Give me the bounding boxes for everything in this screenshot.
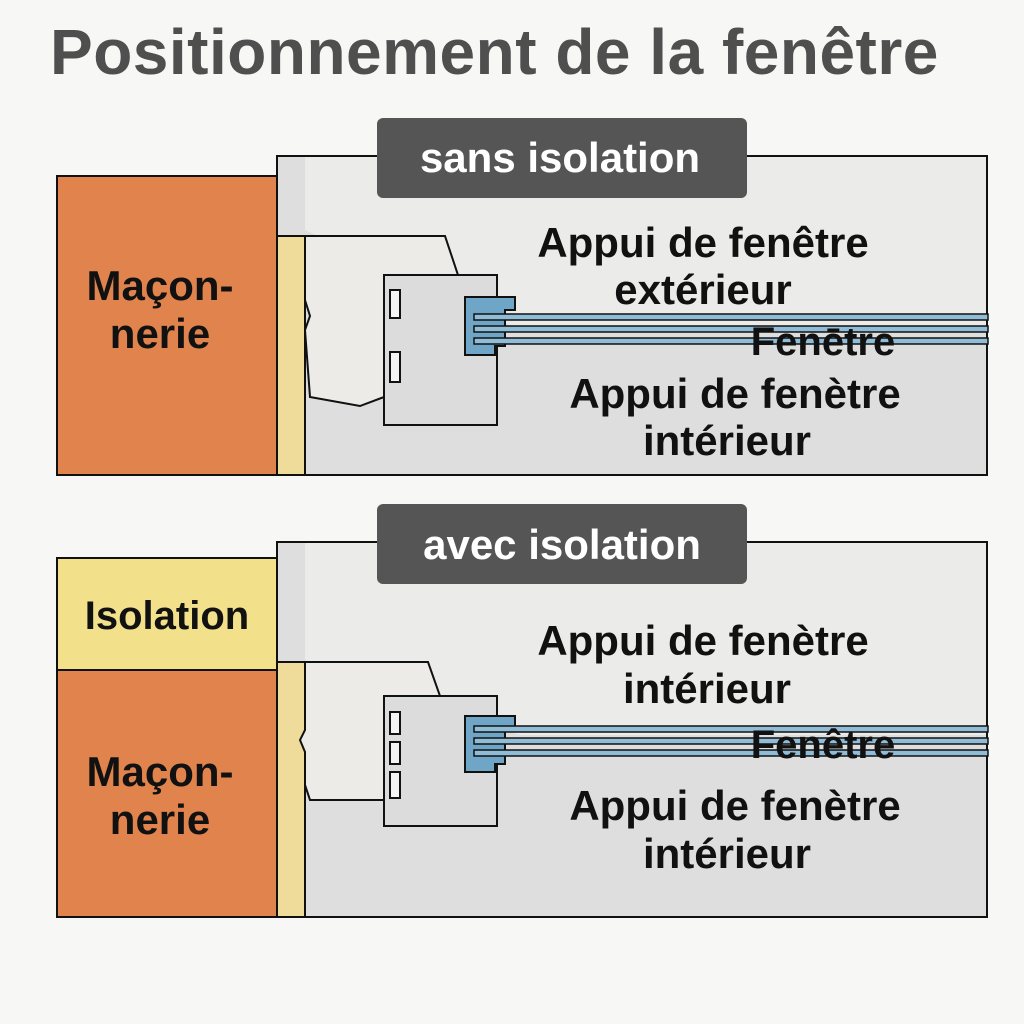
masonry-label-line-1: Maçon- [87,262,234,309]
frame-slot-2 [389,351,401,383]
glass-pane-1 [473,313,989,321]
sill-bottom-label-line-1: Appui de fenètre [569,782,900,829]
glass-pane-2 [473,325,989,333]
exterior-sill-shape [303,235,460,408]
frame-slot-3 [389,771,401,799]
frame-slot-1 [389,711,401,735]
frame-slot-1 [389,289,401,319]
glass-pane-3 [473,337,989,345]
section-badge [377,504,747,584]
insulation-label: Isolation [85,594,249,638]
sill-bottom-label-line-2: intérieur [643,830,811,877]
sill-top-label-line-1: Appui de fenêtre [537,219,868,266]
insulation-block [56,557,278,671]
section-badge-text: sans isolation [420,134,700,181]
glass-pane-2 [473,737,989,745]
glass-pane-3 [473,749,989,757]
masonry-label-line-1: Maçon- [87,748,234,795]
section-badge-text: avec isolation [423,521,701,568]
section-badge [377,118,747,198]
window-label: Fenêtre [751,723,896,767]
insulation-strip [276,235,306,476]
masonry-label-line-2: nerie [110,310,210,357]
masonry-label-line-2: nerie [110,796,210,843]
section-sans-isolation: sans isolation Maçon- nerie Appui de fen… [56,118,989,476]
window-label: Fenētre [751,320,896,364]
section-avec-isolation: avec isolation Isolation Maçon- nerie Ap… [56,504,989,918]
frame-slot-2 [389,741,401,765]
sill-top-label-line-2: extérieur [614,266,791,313]
exterior-sill-shape [298,661,442,801]
page-title: Positionnement de la fenêtre [50,16,939,88]
sill-bottom-label-line-2: intérieur [643,417,811,464]
sill-bottom-label-line-1: Appui de fenètre [569,370,900,417]
glass-pane-1 [473,725,989,733]
sill-top-label-line-1: Appui de fenètre [537,617,868,664]
upper-light-band [305,543,986,735]
sill-top-label-line-2: intérieur [623,665,791,712]
insulation-strip [276,661,306,918]
